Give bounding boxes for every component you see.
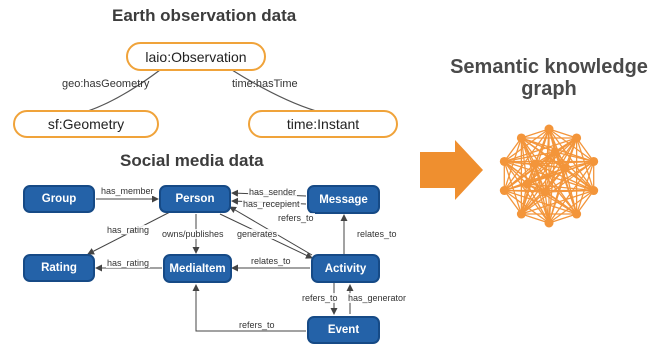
kg-node bbox=[530, 159, 540, 169]
node-mediaitem: MediaItem bbox=[163, 254, 232, 283]
kg-link bbox=[548, 128, 577, 139]
kg-link bbox=[548, 213, 577, 224]
label-relates-to-media: relates_to bbox=[250, 256, 292, 266]
label-refers-to-event: refers_to bbox=[301, 293, 339, 303]
kg-link bbox=[503, 151, 556, 192]
kg-node bbox=[499, 186, 509, 196]
social-heading: Social media data bbox=[120, 151, 264, 170]
node-observation: laio:Observation bbox=[126, 42, 266, 71]
label-has-member: has_member bbox=[100, 186, 155, 196]
kg-link bbox=[526, 183, 550, 224]
node-geometry: sf:Geometry bbox=[13, 110, 159, 138]
kg-link bbox=[503, 190, 522, 215]
kg-link bbox=[503, 137, 522, 162]
node-instant: time:Instant bbox=[248, 110, 398, 138]
kg-node bbox=[522, 179, 532, 189]
kg-title-line1: Semantic knowledge bbox=[450, 56, 648, 78]
label-has-sender: has_sender bbox=[248, 187, 298, 197]
kg-link bbox=[544, 167, 566, 193]
kg-link bbox=[504, 137, 577, 163]
kg-link bbox=[526, 167, 566, 185]
eo-heading: Earth observation data bbox=[112, 6, 297, 25]
label-refers-to-msg: refers_to bbox=[277, 213, 315, 223]
kg-link bbox=[520, 151, 556, 215]
node-person: Person bbox=[159, 185, 231, 213]
kg-link bbox=[554, 151, 578, 215]
flow-arrow bbox=[420, 140, 483, 200]
node-activity: Activity bbox=[311, 254, 380, 283]
kg-link bbox=[503, 137, 522, 191]
kg-node bbox=[589, 186, 599, 196]
label-has-rating-media: has_rating bbox=[106, 258, 151, 268]
node-group: Group bbox=[23, 185, 95, 213]
label-has-time: time:hasTime bbox=[232, 78, 298, 90]
label-relates-to-msg: relates_to bbox=[356, 229, 398, 239]
kg-link bbox=[564, 167, 595, 192]
label-has-recepient: has_recepient bbox=[242, 199, 301, 209]
label-owns-publishes: owns/publishes bbox=[161, 229, 225, 239]
kg-link bbox=[544, 151, 556, 193]
kg-link bbox=[554, 151, 595, 191]
kg-link bbox=[520, 191, 546, 215]
kg-node bbox=[572, 133, 582, 143]
kg-link bbox=[526, 183, 594, 192]
kg-link bbox=[548, 128, 595, 191]
kg-link bbox=[534, 163, 578, 215]
kg-node bbox=[544, 218, 554, 228]
label-has-geometry: geo:hasGeometry bbox=[62, 78, 150, 90]
kg-node bbox=[560, 163, 570, 173]
kg-link bbox=[503, 189, 550, 224]
kg-link bbox=[548, 167, 566, 224]
node-event: Event bbox=[307, 316, 380, 344]
kg-link bbox=[503, 128, 550, 191]
edge-refers-to-bottom bbox=[192, 284, 306, 332]
kg-link bbox=[526, 151, 556, 185]
kg-link bbox=[520, 163, 536, 215]
kg-link bbox=[503, 161, 528, 185]
kg-node bbox=[540, 187, 550, 197]
kg-node bbox=[572, 209, 582, 219]
kg-link bbox=[576, 190, 595, 215]
kg-link bbox=[520, 183, 528, 215]
kg-link bbox=[503, 160, 546, 193]
knowledge-graph-icon bbox=[499, 124, 599, 228]
label-generates: generates bbox=[236, 229, 279, 239]
label-refers-to-bottom: refers_to bbox=[238, 320, 276, 330]
edge-has-geometry bbox=[87, 69, 161, 112]
kg-node bbox=[550, 147, 560, 157]
kg-node bbox=[499, 156, 509, 166]
kg-link bbox=[521, 137, 556, 153]
kg-link bbox=[548, 151, 556, 224]
node-rating: Rating bbox=[23, 254, 95, 282]
kg-link bbox=[520, 137, 528, 185]
kg-link bbox=[564, 167, 578, 215]
kg-link bbox=[534, 163, 566, 169]
kg-link bbox=[576, 137, 595, 162]
kg-link bbox=[544, 191, 550, 224]
kg-link bbox=[521, 137, 566, 169]
kg-link bbox=[521, 128, 550, 139]
kg-link bbox=[554, 151, 594, 163]
kg-link bbox=[521, 213, 550, 224]
label-has-generator: has_generator bbox=[347, 293, 408, 303]
kg-title: Semantic knowledge graph bbox=[431, 56, 667, 100]
kg-node bbox=[589, 156, 599, 166]
kg-node bbox=[544, 124, 554, 134]
node-message: Message bbox=[307, 185, 380, 214]
kg-node bbox=[516, 209, 526, 219]
label-has-rating-person: has_rating bbox=[106, 225, 151, 235]
kg-node bbox=[516, 133, 526, 143]
edge-has-time bbox=[231, 69, 317, 112]
kg-title-line2: graph bbox=[521, 78, 577, 100]
kg-link bbox=[504, 189, 577, 215]
kg-link bbox=[504, 189, 546, 193]
